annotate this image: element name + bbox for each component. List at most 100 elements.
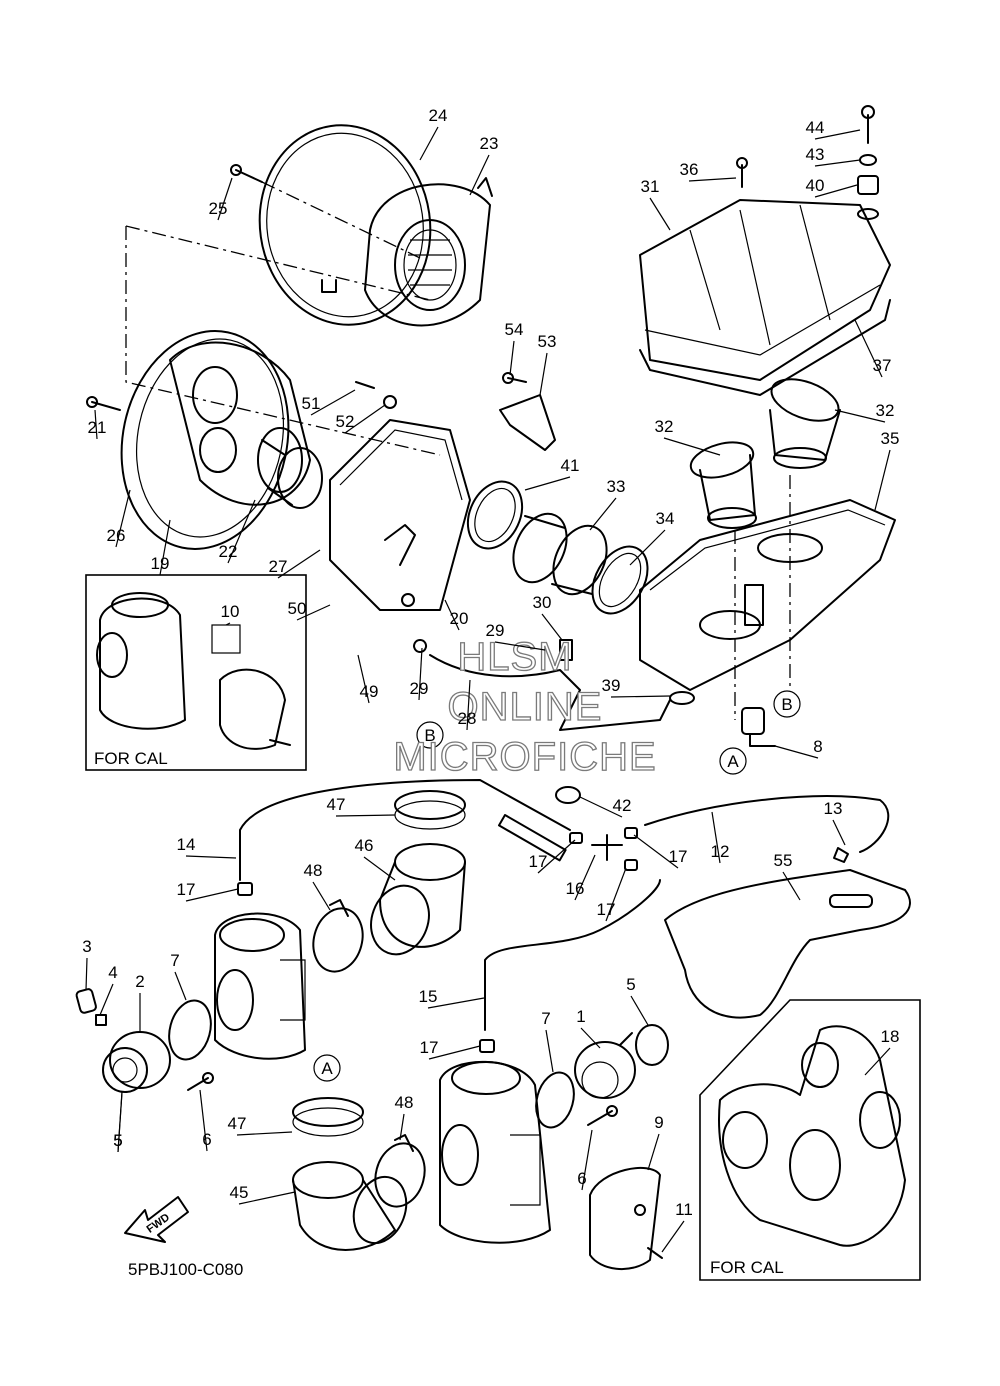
callout-number: 25 — [209, 199, 228, 218]
screw-6-left — [187, 1072, 214, 1091]
hose-15 — [484, 879, 661, 1031]
callout-1: 1 — [576, 1007, 601, 1049]
airbox-case-35 — [639, 499, 896, 691]
callout-47: 47 — [228, 1114, 293, 1136]
callout-4: 4 — [99, 963, 118, 1016]
callout-number: 17 — [597, 900, 616, 919]
callout-51: 51 — [302, 389, 356, 416]
band-47-lower — [292, 1097, 364, 1137]
callout-17: 17 — [633, 834, 687, 869]
watermark-line-1: HLSM — [457, 635, 572, 679]
hose-28 — [429, 654, 671, 731]
callout-leader — [428, 1045, 481, 1060]
joint-33 — [512, 512, 608, 596]
callout-leader — [494, 641, 546, 651]
callout-leader — [629, 529, 666, 566]
callout-leader — [312, 881, 331, 911]
cover-9 — [589, 1166, 661, 1271]
callout-number: 17 — [420, 1038, 439, 1057]
callout-number: 14 — [177, 835, 196, 854]
callout-31: 31 — [641, 177, 671, 231]
callout-29: 29 — [486, 621, 546, 651]
callout-leader — [159, 519, 171, 576]
callout-23: 23 — [469, 134, 498, 196]
carb-joint-2 — [102, 1031, 171, 1093]
callout-number: 35 — [881, 429, 900, 448]
joint-41 — [466, 480, 524, 550]
callout-number: 20 — [450, 609, 469, 628]
gasket-18 — [718, 1025, 906, 1247]
callout-leader — [610, 695, 671, 698]
callout-number: 4 — [108, 963, 117, 982]
callout-24: 24 — [419, 106, 447, 161]
callout-leader — [630, 995, 649, 1026]
carburetor-right — [439, 1060, 551, 1244]
diagram-code: 5PBJ100-C080 — [128, 1260, 243, 1279]
callout-number: 21 — [88, 418, 107, 437]
hose-14 — [239, 779, 571, 881]
carburetor-left — [214, 912, 306, 1060]
callout-number: 27 — [269, 557, 288, 576]
callout-number: 1 — [576, 1007, 585, 1026]
callout-12: 12 — [711, 811, 729, 864]
callout-leader — [524, 476, 571, 491]
callout-leader — [545, 1029, 554, 1073]
callout-number: 5 — [113, 1131, 122, 1150]
callout-number: 22 — [219, 542, 238, 561]
callout-leader — [574, 854, 596, 901]
callout-number: 29 — [410, 679, 429, 698]
callout-leader — [605, 867, 627, 922]
callout-leader — [310, 389, 356, 416]
callout-number: 49 — [360, 682, 379, 701]
callout-15: 15 — [419, 987, 485, 1009]
callout-number: 32 — [655, 417, 674, 436]
svg-text:A: A — [727, 752, 739, 771]
callout-leader — [238, 1191, 296, 1205]
callout-number: 34 — [656, 509, 675, 528]
callout-6: 6 — [577, 1129, 593, 1191]
callout-44: 44 — [806, 118, 861, 140]
callout-number: 30 — [533, 593, 552, 612]
callout-number: 45 — [230, 1183, 249, 1202]
callout-50: 50 — [288, 599, 331, 621]
callout-13: 13 — [824, 799, 846, 846]
callout-22: 22 — [219, 499, 256, 564]
svg-text:A: A — [321, 1059, 333, 1078]
watermark-line-3: MICROFICHE — [393, 735, 656, 779]
clip-39 — [669, 691, 695, 705]
pipe-17 — [497, 814, 567, 862]
callout-leader — [814, 129, 861, 140]
callout-number: 8 — [813, 737, 822, 756]
cal-box-right — [699, 999, 921, 1281]
clamp-7-right — [535, 1071, 575, 1129]
callout-leader — [466, 679, 471, 731]
callout-39: 39 — [602, 676, 671, 698]
callout-leader — [874, 449, 891, 511]
callout-leader — [94, 409, 98, 440]
callout-20: 20 — [444, 599, 469, 631]
callout-number: 11 — [675, 1200, 693, 1219]
screw-21 — [86, 396, 121, 411]
screw-36 — [736, 157, 748, 188]
callout-leader — [539, 352, 548, 396]
bolt-51-52 — [355, 381, 397, 409]
callout-19: 19 — [151, 519, 171, 576]
callout-number: 10 — [221, 602, 240, 621]
callout-leader — [774, 745, 819, 759]
callout-leader — [427, 997, 485, 1009]
joint-16 — [591, 834, 623, 861]
side-cover-24 — [258, 124, 432, 326]
clip-42 — [555, 786, 581, 804]
callout-number: 51 — [302, 394, 321, 413]
callout-leader — [589, 497, 617, 531]
connector-A-lower: A — [313, 1054, 341, 1082]
callout-21: 21 — [88, 409, 107, 440]
callout-number: 15 — [419, 987, 438, 1006]
callout-number: 18 — [881, 1027, 900, 1046]
callout-number: 16 — [566, 879, 585, 898]
callout-number: 39 — [602, 676, 621, 695]
callout-number: 41 — [561, 456, 580, 475]
